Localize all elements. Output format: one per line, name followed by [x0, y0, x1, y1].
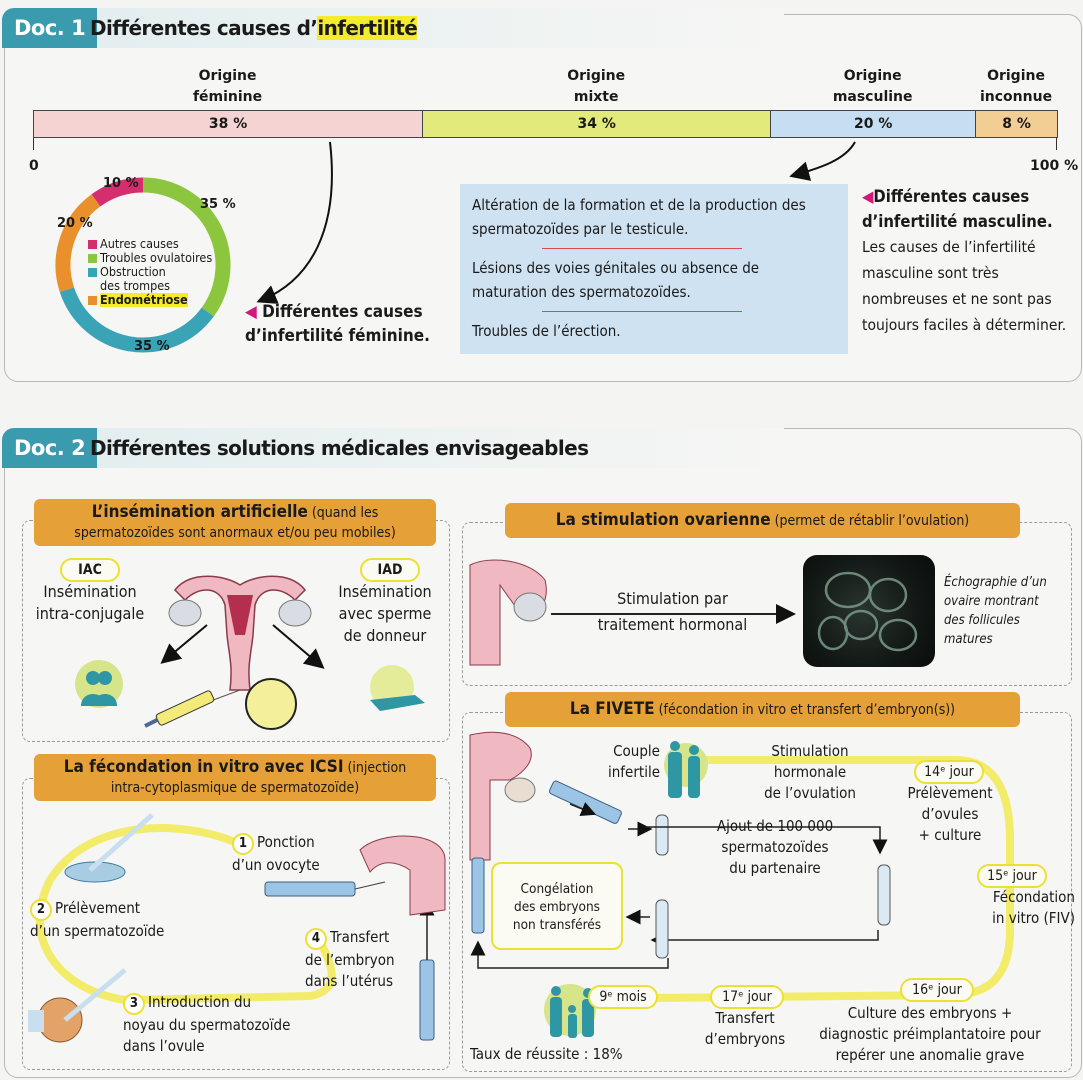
legend-item-trompes-line2: des trompes	[100, 278, 171, 293]
iad-line2: avec sperme	[338, 604, 432, 623]
bar-axis-end-label: 100 %	[1030, 158, 1079, 174]
icsi-cycle-path	[28, 813, 446, 1043]
iac-line2: intra-conjugale	[35, 604, 145, 623]
doc2-title: Différentes solutions médicales envisage…	[90, 436, 589, 460]
masculine-caption: ◀Différentes causes d’infertilité mascul…	[862, 184, 1074, 338]
iac-tag: IAC	[60, 558, 120, 582]
legend-swatch	[88, 295, 97, 305]
fivete-header: La FIVETE (fécondation in vitro et trans…	[505, 692, 1020, 727]
success-rate: Taux de réussite : 18%	[470, 1045, 623, 1063]
iac-line1: Insémination	[43, 582, 137, 601]
bar-axis-start-label: 0	[29, 158, 39, 174]
legend-swatch	[88, 239, 97, 249]
day14-tag: 14ᵉ jour	[914, 760, 984, 784]
donut-label-ovulatoires: 35 %	[200, 197, 236, 212]
bar-segment-masculine: 20 %	[770, 110, 977, 138]
doc1-title-band	[84, 8, 784, 48]
doc1-title-highlight: infertilité	[317, 16, 418, 40]
doc1-title: Différentes causes d’infertilité	[90, 16, 418, 40]
doc1-tab: Doc. 1	[2, 8, 98, 48]
stimulation-arrow-line2: traitement hormonal	[597, 615, 748, 634]
doc1-title-prefix: Différentes causes d’	[90, 16, 318, 40]
day15-text: Fécondation in vitro (FIV)	[992, 888, 1075, 927]
donut-label-trompes: 35 %	[134, 339, 170, 354]
syringe-icon	[144, 690, 215, 728]
step-number: 3	[123, 993, 145, 1015]
donut-label-endometriose: 20 %	[57, 216, 93, 231]
donut-slice-autres-causes	[91, 177, 144, 207]
donut-slice-obstruction-des-trompes	[59, 287, 214, 353]
ultrasound-image	[803, 555, 935, 667]
bar-segment-mixte: 34 %	[422, 110, 772, 138]
day16-text: Culture des embryons + diagnostic préimp…	[819, 1004, 1041, 1064]
step-number: 2	[30, 899, 52, 921]
masculine-causes-box: Altération de la formation et de la prod…	[460, 184, 848, 354]
day14-text: Prélèvement d’ovules + culture	[907, 784, 993, 844]
congelation-box	[491, 862, 623, 950]
masculine-caption-body: Les causes de l’infertilité masculine so…	[862, 238, 1067, 334]
fivete-couple: Couple infertile	[608, 742, 660, 781]
sperm-magnifier-icon	[245, 678, 297, 730]
arrow-feminine	[256, 141, 856, 304]
day17-text: Transfert d’embryons	[704, 1009, 786, 1048]
day16-tag: 16ᵉ jour	[900, 978, 974, 1002]
masculine-cause-1: Altération de la formation et de la prod…	[472, 196, 806, 238]
iad-line1: Insémination	[338, 582, 432, 601]
legend-swatch	[88, 253, 97, 263]
step-number: 1	[232, 833, 254, 855]
legend-item-autres: Autres causes	[88, 237, 212, 251]
day17-tag: 17ᵉ jour	[710, 985, 784, 1009]
donor-sperm-icon	[370, 665, 425, 711]
iad-tag: IAD	[360, 558, 420, 582]
ovary-illustration	[469, 559, 547, 666]
legend-item-ovulatoires: Troubles ovulatoires	[88, 251, 212, 265]
masculine-cause-3: Troubles de l’érection.	[472, 322, 621, 340]
legend-item-trompes: Obstruction	[88, 265, 212, 279]
fivete-ajout: Ajout de 100 000 spermatozoïdes du parte…	[716, 817, 834, 877]
donut-slice-endométriose	[55, 194, 101, 293]
donut-legend: Autres causes Troubles ovulatoires Obstr…	[88, 237, 212, 307]
icsi-header: La fécondation in vitro avec ICSI (injec…	[34, 754, 436, 801]
couple-icon	[75, 660, 123, 708]
insemination-header: L’insémination artificielle (quand les s…	[34, 499, 436, 546]
congelation-text: Congélation des embryons non transférés	[512, 881, 602, 933]
separator	[542, 311, 742, 312]
step-number: 4	[305, 928, 327, 950]
caret-left-icon: ◀	[862, 187, 874, 206]
doc2-tab: Doc. 2	[2, 428, 98, 468]
ultrasound-caption: Échographie d’un ovaire montrant des fol…	[944, 575, 1047, 647]
caret-left-icon: ◀	[245, 302, 257, 322]
legend-item-endometriose: Endométriose	[88, 293, 212, 307]
day15-tag: 15ᵉ jour	[977, 864, 1047, 888]
iad-line3: de donneur	[343, 626, 427, 645]
doc2-title-band	[84, 428, 784, 468]
stimulation-arrow-line1: Stimulation par	[617, 589, 728, 608]
month9-tag: 9ᵉ mois	[588, 985, 658, 1009]
stimulation-header: La stimulation ovarienne (permet de réta…	[505, 503, 1020, 538]
bar-axis-tick-end	[1056, 138, 1057, 150]
bar-segment-féminine: 38 %	[33, 110, 424, 138]
uterus-illustration	[160, 575, 325, 706]
legend-swatch	[88, 267, 97, 277]
bar-axis-tick-start	[33, 138, 34, 150]
donut-slice-troubles-ovulatoires	[142, 177, 231, 317]
fivete-stimulation: Stimulation hormonale de l’ovulation	[764, 742, 856, 802]
donut-chart	[55, 177, 231, 353]
masculine-cause-2: Lésions des voies génitales ou absence d…	[472, 259, 760, 301]
feminine-caption: ◀ Différentes causes d’infertilité fémin…	[245, 302, 430, 346]
bar-segment-inconnue: 8 %	[975, 110, 1058, 138]
separator	[542, 248, 742, 249]
donut-label-autres: 10 %	[103, 176, 139, 191]
